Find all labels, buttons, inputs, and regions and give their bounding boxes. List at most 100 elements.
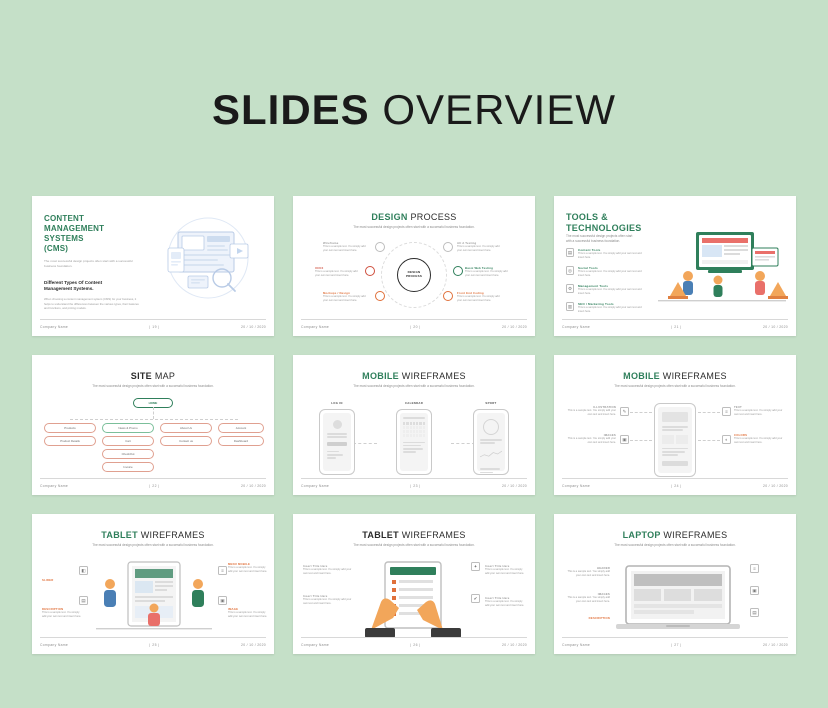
node-label-uiux: UI/UX This is a sample text. You simply …	[315, 266, 358, 278]
connector	[451, 443, 475, 444]
node-icon-uiux	[365, 266, 375, 276]
node-label-web-testing: Basic Web Testing This is a sample text.…	[465, 266, 508, 278]
footer-date: 20 / 10 / 2020	[241, 324, 266, 329]
footer-page: | 19 |	[149, 324, 160, 329]
slide-thumbnail-cms[interactable]: CONTENT MANAGEMENT SYSTEMS (CMS) The mos…	[32, 196, 274, 336]
feature-left-2: Insert Title Here This is a sample text.…	[303, 594, 352, 606]
feature-colors: COLORS This is a sample text. You simply…	[734, 433, 783, 445]
cms-title: CONTENT MANAGEMENT SYSTEMS (CMS)	[44, 214, 105, 253]
tablet-1-subtitle: The most successful design projects ofte…	[92, 543, 214, 547]
slide-thumbnail-mobile-wireframes-2[interactable]: MOBILE WIREFRAMES The most successful de…	[554, 355, 796, 495]
slide-thumbnail-site-map[interactable]: SITE MAP The most successful design proj…	[32, 355, 274, 495]
mobile-1-subtitle: The most successful design projects ofte…	[353, 384, 475, 388]
feature-right-2: Insert Title Here This is a sample text.…	[485, 596, 525, 608]
slide-thumbnail-laptop-wireframes[interactable]: LAPTOP WIREFRAMES The most successful de…	[554, 514, 796, 654]
menu-icon: ≡	[750, 564, 759, 573]
tools-subtitle: The most successful design projects ofte…	[566, 234, 633, 243]
laptop-subtitle: The most successful design projects ofte…	[614, 543, 736, 547]
footer-page: | 20 |	[410, 324, 421, 329]
slide-footer: Company Name | 20 | 20 / 10 / 2020	[301, 319, 527, 331]
site-map-node-dashboard[interactable]: Dashboard	[218, 436, 264, 447]
tools-list-item[interactable]: ⚙ Management Tools This is a sample text…	[566, 284, 642, 296]
footer-company: Company Name	[301, 324, 330, 329]
cms-body: When choosing a content management syste…	[44, 297, 139, 311]
footer-company: Company Name	[301, 642, 330, 647]
footer-date: 20 / 10 / 2020	[241, 483, 266, 488]
node-icon-front-end	[443, 291, 453, 301]
tablet-device-label: CHECK LIST	[402, 564, 426, 568]
feature-text: TEXT This is a sample text. You simply a…	[734, 405, 783, 417]
page-title: SLIDES OVERVIEW	[0, 86, 828, 134]
colors-icon: ◐	[722, 435, 731, 444]
document-icon: ▤	[566, 248, 574, 257]
connector	[698, 412, 720, 413]
image-icon: ▣	[620, 435, 629, 444]
mobile-2-title: MOBILE WIREFRAMES	[623, 371, 727, 381]
laptop-title: LAPTOP WIREFRAMES	[622, 530, 728, 540]
site-map-node-about[interactable]: About Us	[160, 423, 212, 434]
design-process-title: DESIGN PROCESS	[371, 212, 457, 222]
phone-mockup-login[interactable]	[319, 409, 355, 475]
mobile-1-title: MOBILE WIREFRAMES	[362, 371, 466, 381]
cms-text-block: CONTENT MANAGEMENT SYSTEMS (CMS) The mos…	[44, 214, 140, 311]
tools-list-item[interactable]: ◎ Social Tools This is a sample text. Yo…	[566, 266, 644, 278]
slide-thumbnail-tools-technologies[interactable]: TOOLS & TECHNOLOGIES The most successful…	[554, 196, 796, 336]
feature-images: IMAGES This is a sample text. You simply…	[567, 433, 616, 445]
footer-company: Company Name	[562, 483, 591, 488]
site-map-node-account[interactable]: Account	[218, 423, 264, 434]
slide-footer: Company Name | 25 | 20 / 10 / 2020	[40, 637, 266, 649]
footer-date: 20 / 10 / 2020	[502, 642, 527, 647]
site-map-node-invoice[interactable]: Invoice	[102, 462, 154, 473]
site-map-node-contact[interactable]: Contact us	[160, 436, 212, 447]
slide-footer: Company Name | 26 | 20 / 10 / 2020	[301, 637, 527, 649]
screen-label-calendar: CALENDAR	[404, 401, 424, 405]
tools-list-item[interactable]: ▤ Content Tools This is a sample text. Y…	[566, 248, 642, 260]
site-map-node-product-details[interactable]: Product Details	[44, 436, 96, 447]
screen-label-login: LOG IN	[331, 401, 343, 405]
footer-company: Company Name	[562, 324, 591, 329]
site-map-node-checkout[interactable]: CheckOut	[102, 449, 154, 460]
screen-label-sport: SPORT	[485, 401, 497, 405]
site-map-node-products[interactable]: Products	[44, 423, 96, 434]
footer-page: | 23 |	[410, 483, 421, 488]
footer-page: | 22 |	[149, 483, 160, 488]
illustration-icon: ✎	[620, 407, 629, 416]
site-map-title: SITE MAP	[130, 371, 176, 381]
slide-footer: Company Name | 27 | 20 / 10 / 2020	[562, 637, 788, 649]
cms-illustration	[167, 217, 249, 299]
cursor-icon: ✦	[471, 562, 480, 571]
footer-date: 20 / 10 / 2020	[763, 642, 788, 647]
mobile-2-subtitle: The most successful design projects ofte…	[614, 384, 736, 388]
tools-illustration	[658, 232, 788, 302]
tools-list: ▤ Content Tools This is a sample text. Y…	[566, 248, 644, 314]
site-map-node-cart[interactable]: Cart	[102, 436, 154, 447]
node-label-ab-testing: Alt A Testing This is a sample text. You…	[457, 241, 500, 253]
node-icon-mockups	[375, 291, 385, 301]
design-process-ring	[381, 242, 447, 308]
phone-mockup-center[interactable]	[654, 403, 696, 477]
laptop-illustration	[616, 565, 740, 629]
footer-company: Company Name	[301, 483, 330, 488]
site-map-node-news[interactable]: News & Promo	[102, 423, 154, 434]
image-icon: ▣	[750, 586, 759, 595]
text-icon: ≡	[722, 407, 731, 416]
tools-list-item[interactable]: ▥ SEO / Marketing Tools This is a sample…	[566, 302, 642, 314]
connector	[70, 419, 238, 420]
footer-page: | 26 |	[410, 642, 421, 647]
footer-date: 20 / 10 / 2020	[763, 483, 788, 488]
slide-thumbnail-tablet-wireframes-2[interactable]: TABLET WIREFRAMES The most successful de…	[293, 514, 535, 654]
slide-thumbnail-mobile-wireframes-1[interactable]: MOBILE WIREFRAMES The most successful de…	[293, 355, 535, 495]
slide-thumbnail-design-process[interactable]: DESIGN PROCESS The most successful desig…	[293, 196, 535, 336]
footer-date: 20 / 10 / 2020	[502, 324, 527, 329]
footer-date: 20 / 10 / 2020	[241, 642, 266, 647]
phone-mockup-calendar[interactable]	[396, 409, 432, 475]
tools-title: TOOLS & TECHNOLOGIES	[566, 212, 642, 233]
slider-icon: ◧	[79, 566, 88, 575]
slide-thumbnail-tablet-wireframes-1[interactable]: TABLET WIREFRAMES The most successful de…	[32, 514, 274, 654]
footer-company: Company Name	[40, 324, 69, 329]
phone-mockup-sport[interactable]	[473, 409, 509, 475]
site-map-subtitle: The most successful design projects ofte…	[92, 384, 214, 388]
connector	[630, 440, 652, 441]
connector	[698, 440, 720, 441]
share-icon: ◎	[566, 266, 574, 276]
